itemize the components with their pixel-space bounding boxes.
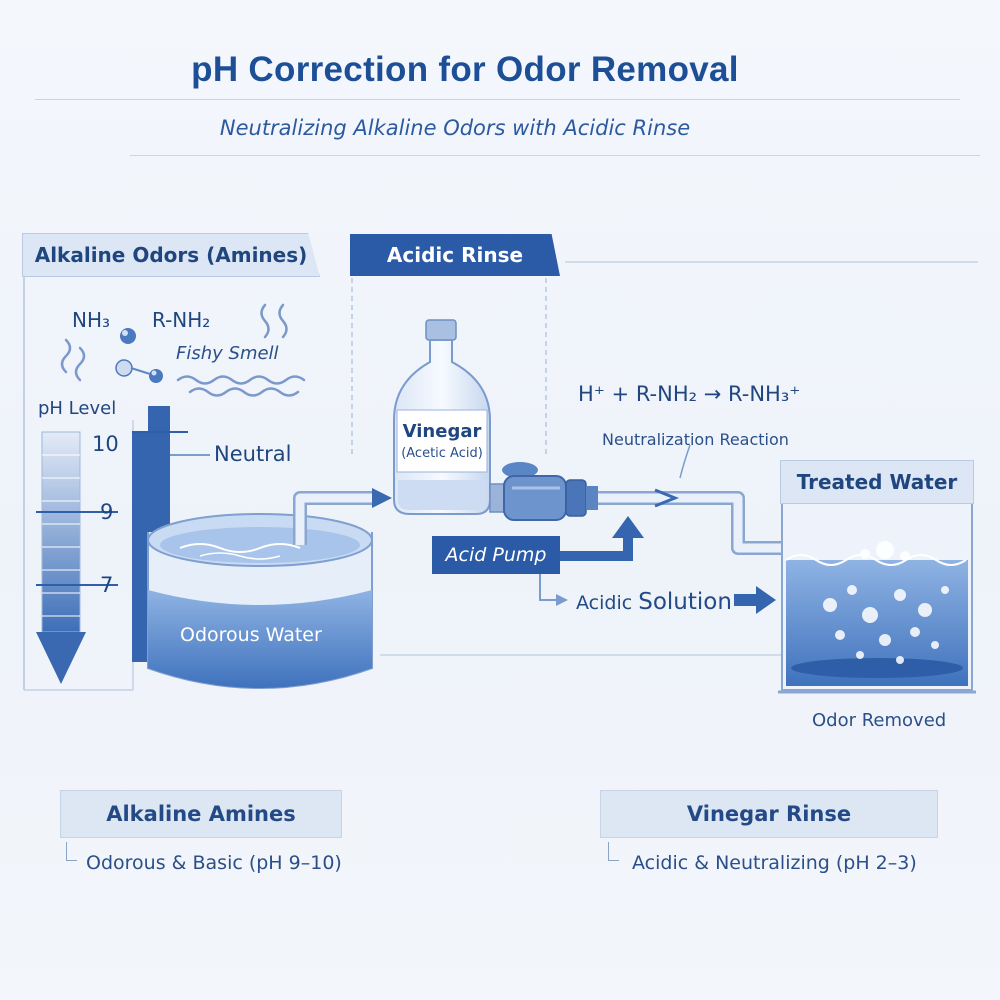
amine-molecules [115,328,163,383]
outlet-pipe [598,488,790,555]
odorous-water-label: Odorous Water [180,624,322,646]
treated-water-tank [778,499,976,694]
odorous-water-tank [147,513,373,689]
solution-word: Solution [638,589,732,615]
acid-pump-label: Acid Pump [432,536,560,574]
pump-up-arrow [560,516,644,561]
fishy-smell-label: Fishy Smell [176,343,279,364]
alkaline-amines-box: Alkaline Amines [60,790,342,838]
odor-removed-label: Odor Removed [812,710,947,731]
acidic-rinse-header: Acidic Rinse [350,234,560,276]
vinegar-label: Vinegar [402,421,482,442]
ph-tick-7: 7 [100,573,114,597]
reaction-equation: H⁺ + R-NH₂ → R-NH₃⁺ [578,382,801,406]
alkaline-odors-header: Alkaline Odors (Amines) [22,233,320,277]
vinegar-rinse-box: Vinegar Rinse [600,790,938,838]
page-title: pH Correction for Odor Removal [191,50,739,89]
page-subtitle: Neutralizing Alkaline Odors with Acidic … [219,116,691,140]
inlet-pipe [293,488,392,545]
left-footer-connector [66,842,77,861]
subtitle-divider [130,155,980,156]
acid-pump-device [489,462,598,521]
vinegar-bottle [393,319,491,515]
neutral-label: Neutral [214,442,292,466]
ph-tick-9: 9 [100,500,114,524]
right-footer-connector [608,842,619,861]
acetic-acid-label: (Acetic Acid) [401,446,483,461]
ph-scale-bar [36,431,118,684]
title-divider [35,99,960,100]
vinegar-rinse-text: Acidic & Neutralizing (pH 2–3) [632,852,917,874]
acidic-solution-arrows [539,574,776,614]
reaction-leader [679,444,691,479]
alkaline-amines-text: Odorous & Basic (pH 9–10) [86,852,342,874]
ph-level-label: pH Level [38,398,117,419]
molecule-nh3: NH₃ [72,308,111,332]
acid-panel-dashes [351,278,547,455]
neutralization-reaction-label: Neutralization Reaction [602,430,789,449]
ph-tick-10: 10 [92,432,119,456]
odor-waves [60,303,306,397]
acidic-solution-label: Acidic Solution [576,589,732,615]
treated-water-header: Treated Water [780,460,974,504]
molecule-r-nh2: R-NH₂ [152,308,211,332]
acidic-word: Acidic [576,592,633,614]
